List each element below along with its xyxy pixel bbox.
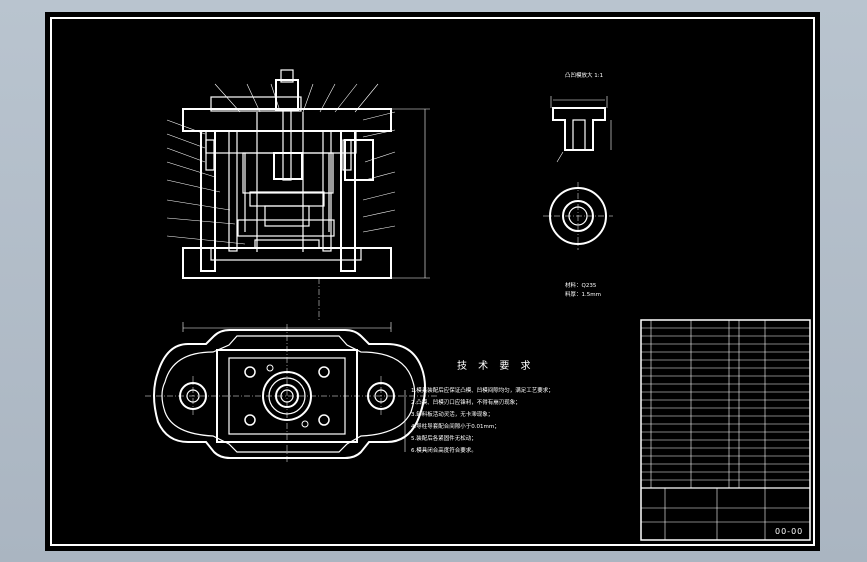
material-label: 材料：Q235 bbox=[565, 283, 597, 289]
parts-list-table bbox=[640, 319, 811, 541]
plan-view-centerlines bbox=[145, 324, 437, 464]
tech-requirement-line: 5.装配后各紧固件无松动； bbox=[411, 436, 477, 442]
tech-requirement-line: 6.模具闭合高度符合要求。 bbox=[411, 448, 477, 454]
plan-width-dimension bbox=[182, 322, 392, 332]
tech-requirement-line: 3.卸料板活动灵活，无卡滞现象； bbox=[411, 412, 494, 418]
front-view-leaders bbox=[166, 83, 396, 245]
tech-requirement-line: 1.模具装配后应保证凸模、凹模间隙均匀，满足工艺要求； bbox=[411, 388, 554, 394]
tech-requirements-title: 技 术 要 求 bbox=[457, 361, 535, 372]
drawing-number: 00-00 bbox=[775, 527, 804, 536]
parts-list-rows bbox=[641, 327, 810, 481]
drawing-sheet: 凸凹模放大 1:1 材料：Q235 料厚：1.5mm 技 术 要 求 1.模具装… bbox=[45, 12, 820, 551]
detail-section-view bbox=[550, 96, 612, 163]
detail-plan-view bbox=[543, 182, 613, 250]
thickness-label: 料厚：1.5mm bbox=[565, 292, 601, 298]
detail-scale-label: 凸凹模放大 1:1 bbox=[565, 73, 604, 79]
height-dimension bbox=[391, 108, 430, 279]
tech-requirement-line: 2.凸模、凹模刃口应锋利，不得有崩刃现象； bbox=[411, 400, 521, 406]
cad-drawing-canvas bbox=[50, 17, 815, 546]
front-section-view bbox=[182, 69, 392, 279]
plan-view bbox=[153, 329, 426, 459]
sheet-border bbox=[50, 17, 815, 546]
tech-requirement-line: 4.导柱导套配合间隙小于0.01mm； bbox=[411, 424, 500, 430]
